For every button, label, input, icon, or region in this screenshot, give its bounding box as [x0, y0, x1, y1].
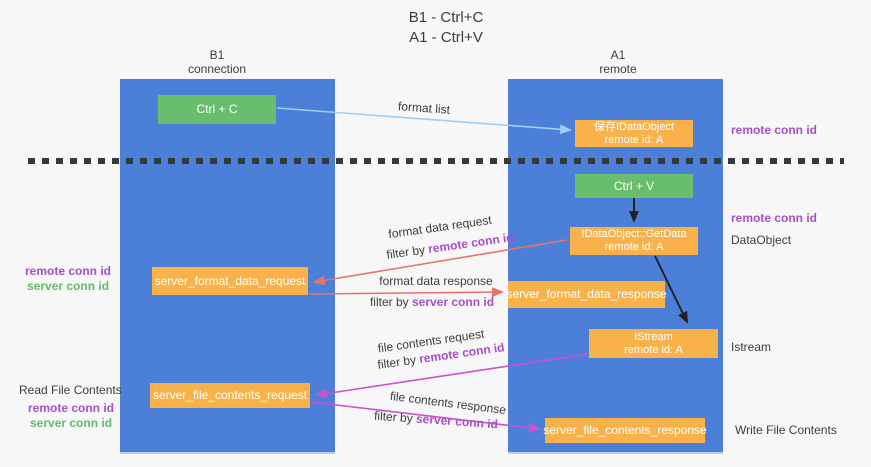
node-istream: IStream remote id: A	[589, 329, 718, 358]
lane-header-b1: B1 connection	[147, 48, 287, 76]
node-getdata-line2: remote id: A	[604, 241, 664, 253]
node-istream-line2: remote id: A	[624, 343, 683, 356]
node-server-format-data-request: server_format_data_request	[152, 267, 308, 295]
write-file-contents-label: Write File Contents	[735, 423, 837, 437]
node-server-file-contents-request: server_file_contents_request	[150, 383, 310, 408]
node-server-file-contents-response-label: server_file_contents_response	[543, 423, 707, 437]
node-ctrl-v-label: Ctrl + V	[613, 178, 655, 193]
server-conn-id-text: server conn id	[412, 295, 495, 309]
dataobject-label: DataObject	[731, 233, 792, 247]
title-line-2: A1 - Ctrl+V	[409, 29, 483, 46]
lane-a1-subtitle: remote	[599, 62, 637, 76]
right-remote-conn-id-top-label: remote conn id	[731, 123, 818, 137]
node-ctrl-c-label: Ctrl + C	[196, 102, 238, 116]
format-data-response-arrow	[308, 287, 504, 298]
node-server-format-data-response: server_format_data_response	[506, 281, 667, 308]
filter-by-text: filter by	[373, 408, 414, 426]
lane-b1-name: B1	[209, 48, 225, 62]
node-save-idataobject-line2: remote id: A	[604, 133, 664, 146]
node-save-idataobject-line1: 保存IDataObject	[593, 120, 675, 133]
filter-by-text: filter by	[385, 242, 426, 262]
left-server-conn-id-bottom-label: server conn id	[30, 416, 113, 430]
node-istream-line1: IStream	[634, 330, 673, 343]
left-remote-conn-id-mid-label: remote conn id	[25, 264, 112, 278]
filter-by-text: filter by	[369, 295, 409, 309]
node-server-format-data-response-label: server_format_data_response	[506, 287, 667, 301]
dashed-separator	[28, 158, 844, 164]
istream-side-label: Istream	[731, 340, 772, 354]
node-ctrl-v: Ctrl + V	[575, 174, 693, 198]
node-server-file-contents-request-label: server_file_contents_request	[152, 388, 308, 402]
filter-by-text: filter by	[376, 352, 417, 372]
diagram-title: B1 - Ctrl+C A1 - Ctrl+V	[286, 8, 606, 48]
lane-header-a1: A1 remote	[548, 48, 688, 76]
format-data-response-label: format data response	[379, 274, 493, 288]
lane-b1-subtitle: connection	[187, 62, 247, 76]
left-remote-conn-id-bottom-label: remote conn id	[28, 401, 115, 415]
node-getdata-line1: IDataObject::GetData	[581, 228, 687, 240]
node-save-idataobject: 保存IDataObject remote id: A	[575, 120, 693, 147]
left-server-conn-id-mid-label: server conn id	[27, 279, 110, 293]
lane-a1-name: A1	[610, 48, 626, 62]
format-data-response-filter-label: filter by server conn id	[352, 295, 512, 309]
node-server-format-data-request-label: server_format_data_request	[154, 273, 306, 288]
remote-conn-id-text: remote conn id	[427, 230, 515, 256]
node-ctrl-c: Ctrl + C	[158, 95, 276, 124]
right-remote-conn-id-mid-label: remote conn id	[731, 211, 818, 225]
node-server-file-contents-response: server_file_contents_response	[543, 418, 707, 443]
format-list-label: format list	[397, 99, 451, 117]
read-file-contents-label: Read File Contents	[19, 383, 122, 397]
title-line-1: B1 - Ctrl+C	[408, 9, 484, 26]
node-idataobject-getdata: IDataObject::GetData remote id: A	[570, 227, 698, 255]
